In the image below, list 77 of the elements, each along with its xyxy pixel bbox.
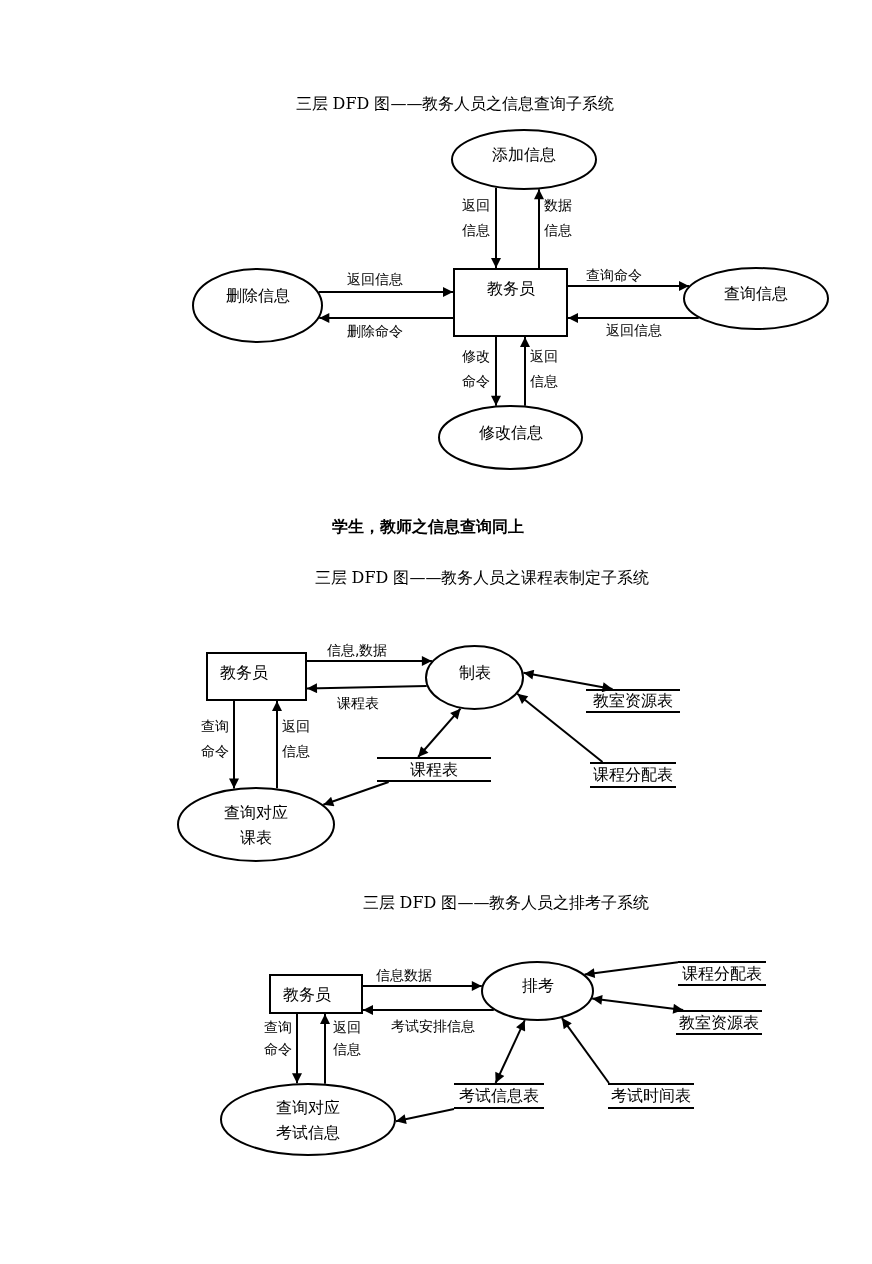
- flow-label: 返回信息: [462, 196, 491, 240]
- process-label: 排考: [521, 975, 554, 997]
- data-flow-arrow: [516, 692, 604, 763]
- data-flow-arrow: [229, 700, 239, 790]
- data-flow-arrow: [394, 1108, 455, 1125]
- process-label: 删除信息: [225, 284, 290, 307]
- data-flow-arrow: [320, 1013, 330, 1085]
- process-ellipse: [192, 268, 323, 343]
- process-ellipse: [481, 961, 594, 1021]
- process-ellipse: [438, 405, 583, 470]
- store-label: 教室资源表: [593, 691, 673, 711]
- data-flow-arrow: [591, 994, 685, 1014]
- flow-label: 查询命令: [586, 266, 642, 284]
- entity-box: [269, 974, 363, 1014]
- flow-label: 课程表: [337, 694, 379, 712]
- data-flow-arrow: [491, 336, 501, 407]
- store-label: 考试时间表: [611, 1086, 691, 1106]
- flow-label: 删除命令: [347, 322, 403, 340]
- data-flow-arrow: [494, 1019, 526, 1084]
- data-flow-arrow: [362, 1005, 495, 1015]
- process-label: 查询信息: [724, 282, 788, 305]
- entity-box: [206, 652, 307, 701]
- entity-label: 教务员: [486, 278, 535, 300]
- data-flow-arrow: [272, 700, 282, 790]
- data-flow-arrow: [491, 186, 501, 269]
- flow-label: 数据信息: [544, 196, 573, 240]
- flow-label: 返回信息: [333, 1018, 362, 1059]
- data-flow-arrow: [318, 313, 454, 323]
- entity-label: 教务员: [220, 662, 268, 684]
- data-flow-arrow: [560, 1017, 610, 1084]
- note-text: 学生，教师之信息查询同上: [332, 517, 524, 537]
- flow-label: 查询命令: [201, 717, 230, 761]
- store-label: 课程表: [410, 759, 458, 780]
- data-flow-arrow: [567, 313, 700, 323]
- process-ellipse: [425, 645, 524, 710]
- process-ellipse: [220, 1083, 396, 1156]
- process-label: 制表: [458, 661, 491, 684]
- flow-label: 修改命令: [462, 347, 491, 391]
- process-ellipse: [451, 129, 597, 190]
- flow-label: 返回信息: [347, 270, 403, 288]
- data-flow-arrow: [362, 981, 483, 991]
- store-label: 教室资源表: [679, 1012, 759, 1033]
- entity-label: 教务员: [283, 984, 331, 1006]
- section-heading: 三层 DFD 图——教务人员之课程表制定子系统: [314, 568, 650, 588]
- process-label: 查询对应课表: [223, 801, 289, 849]
- process-label: 查询对应考试信息: [275, 1096, 341, 1144]
- data-store: [586, 689, 680, 713]
- flow-label: 返回信息: [606, 321, 662, 339]
- data-flow-arrow: [322, 781, 390, 807]
- flow-label: 返回信息: [282, 717, 311, 761]
- process-ellipse: [177, 787, 335, 862]
- section-heading: 三层 DFD 图——教务人员之信息查询子系统: [295, 94, 615, 114]
- data-flow-arrow: [567, 281, 690, 291]
- process-ellipse: [683, 267, 829, 330]
- store-label: 考试信息表: [459, 1086, 539, 1106]
- flow-label: 信息数据: [376, 966, 432, 984]
- data-flow-arrow: [292, 1013, 302, 1085]
- data-store: [377, 757, 491, 782]
- flow-label: 考试安排信息: [391, 1017, 475, 1035]
- section-heading: 三层 DFD 图——教务人员之排考子系统: [362, 893, 650, 913]
- flow-label: 返回信息: [530, 347, 559, 391]
- data-flow-arrow: [520, 336, 530, 407]
- flow-label: 信息,数据: [327, 641, 388, 659]
- store-label: 课程分配表: [682, 963, 762, 984]
- data-flow-arrow: [417, 707, 462, 758]
- data-flow-arrow: [534, 188, 544, 269]
- data-flow-arrow: [306, 656, 433, 666]
- flow-label: 查询命令: [264, 1018, 293, 1059]
- process-label: 修改信息: [478, 421, 543, 444]
- process-label: 添加信息: [492, 143, 556, 166]
- data-store: [454, 1083, 544, 1109]
- store-label: 课程分配表: [593, 765, 673, 785]
- data-flow-arrow: [317, 287, 454, 297]
- data-flow-arrow: [306, 683, 428, 694]
- data-flow-arrow: [583, 961, 679, 979]
- data-flow-arrow: [522, 669, 614, 693]
- entity-box: [453, 268, 568, 337]
